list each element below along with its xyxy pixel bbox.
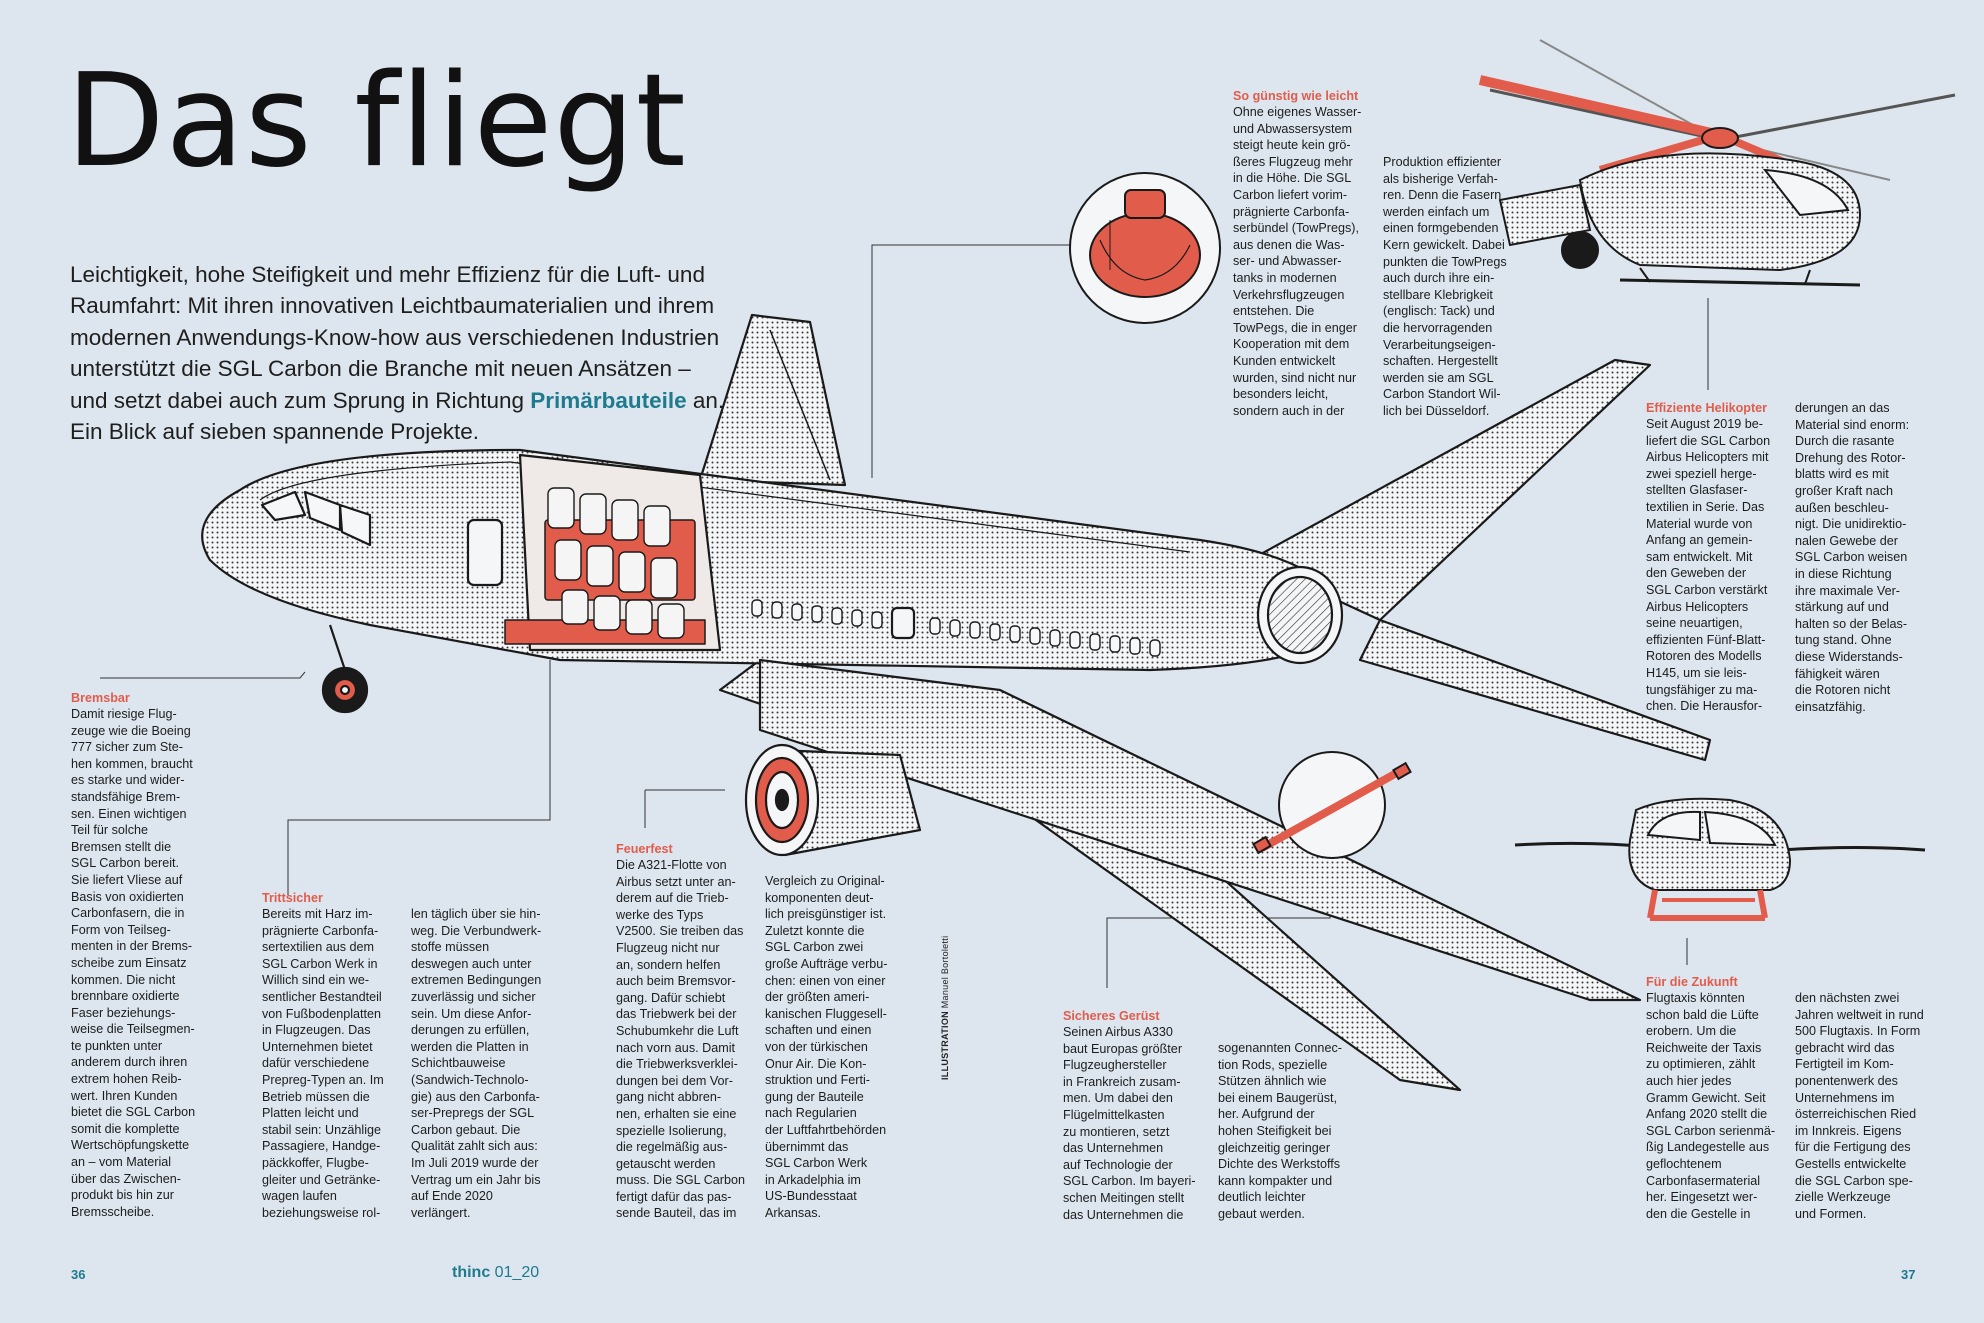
text-trittsicher-col2: len täglich über sie hin- weg. Die Verbu… xyxy=(411,907,542,1220)
text-guenstig-col1: Ohne eigenes Wasser- und Abwassersystem … xyxy=(1233,105,1362,418)
lead-highlight: Primärbauteile xyxy=(530,387,687,413)
text-zukunft-col1: Flugtaxis könnten schon bald die Lüfte e… xyxy=(1646,991,1776,1221)
lead-text: Leichtigkeit, hohe Steifigkeit und mehr … xyxy=(70,261,720,413)
credit-label: ILLUSTRATION xyxy=(940,1011,950,1080)
text-geruest-col1: Seinen Airbus A330 baut Europas größter … xyxy=(1063,1025,1196,1222)
text-trittsicher-col1: Bereits mit Harz im- prägnierte Carbonfa… xyxy=(262,907,384,1220)
page-number-right: 37 xyxy=(1901,1267,1916,1282)
lead-end: an. Ein Blick auf sieben spannende Proje… xyxy=(70,387,725,445)
text-helikopter-col2: derungen an das Material sind enorm: Dur… xyxy=(1795,401,1910,714)
heading-helikopter: Effiziente Helikopter xyxy=(1646,401,1768,415)
lead-paragraph: Leichtigkeit, hohe Steifigkeit und mehr … xyxy=(70,259,730,448)
heading-trittsicher: Trittsicher xyxy=(262,891,323,905)
text-geruest-col2: sogenannten Connec- tion Rods, spezielle… xyxy=(1218,1041,1342,1221)
air-taxi-drone-illustration xyxy=(1514,797,1926,921)
text-feuerfest-col2: Vergleich zu Original- komponenten deut-… xyxy=(765,874,888,1220)
airplane-illustration xyxy=(201,313,1712,1092)
heading-guenstig: So günstig wie leicht xyxy=(1233,89,1359,103)
magazine-name: thinc xyxy=(452,1264,491,1281)
text-bremsbar: Damit riesige Flug- zeuge wie die Boeing… xyxy=(71,707,196,1219)
page-title: Das fliegt xyxy=(66,47,687,196)
text-zukunft-col2: den nächsten zwei Jahren weltweit in run… xyxy=(1795,991,1924,1221)
landing-gear-illustration xyxy=(321,624,369,714)
text-feuerfest-col1: Die A321-Flotte von Airbus setzt unter a… xyxy=(616,858,746,1221)
magazine-footer: thinc 01_20 xyxy=(452,1264,539,1282)
water-tank-illustration xyxy=(1069,172,1221,324)
page-number-left: 36 xyxy=(71,1267,86,1282)
text-guenstig-col2: Produktion effizienter als bisherige Ver… xyxy=(1383,155,1507,418)
connection-rod-illustration xyxy=(1252,751,1412,859)
heading-feuerfest: Feuerfest xyxy=(616,842,673,856)
helicopter-illustration xyxy=(1478,39,1956,287)
illustration-credit: ILLUSTRATION Manuel Bortoletti xyxy=(940,936,950,1080)
text-helikopter-col1: Seit August 2019 be- liefert die SGL Car… xyxy=(1646,417,1771,714)
heading-bremsbar: Bremsbar xyxy=(71,691,130,705)
heading-zukunft: Für die Zukunft xyxy=(1646,975,1738,989)
engine-illustration xyxy=(744,743,922,857)
heading-geruest: Sicheres Gerüst xyxy=(1063,1009,1160,1023)
credit-name: Manuel Bortoletti xyxy=(940,935,950,1009)
magazine-issue: 01_20 xyxy=(494,1264,540,1281)
